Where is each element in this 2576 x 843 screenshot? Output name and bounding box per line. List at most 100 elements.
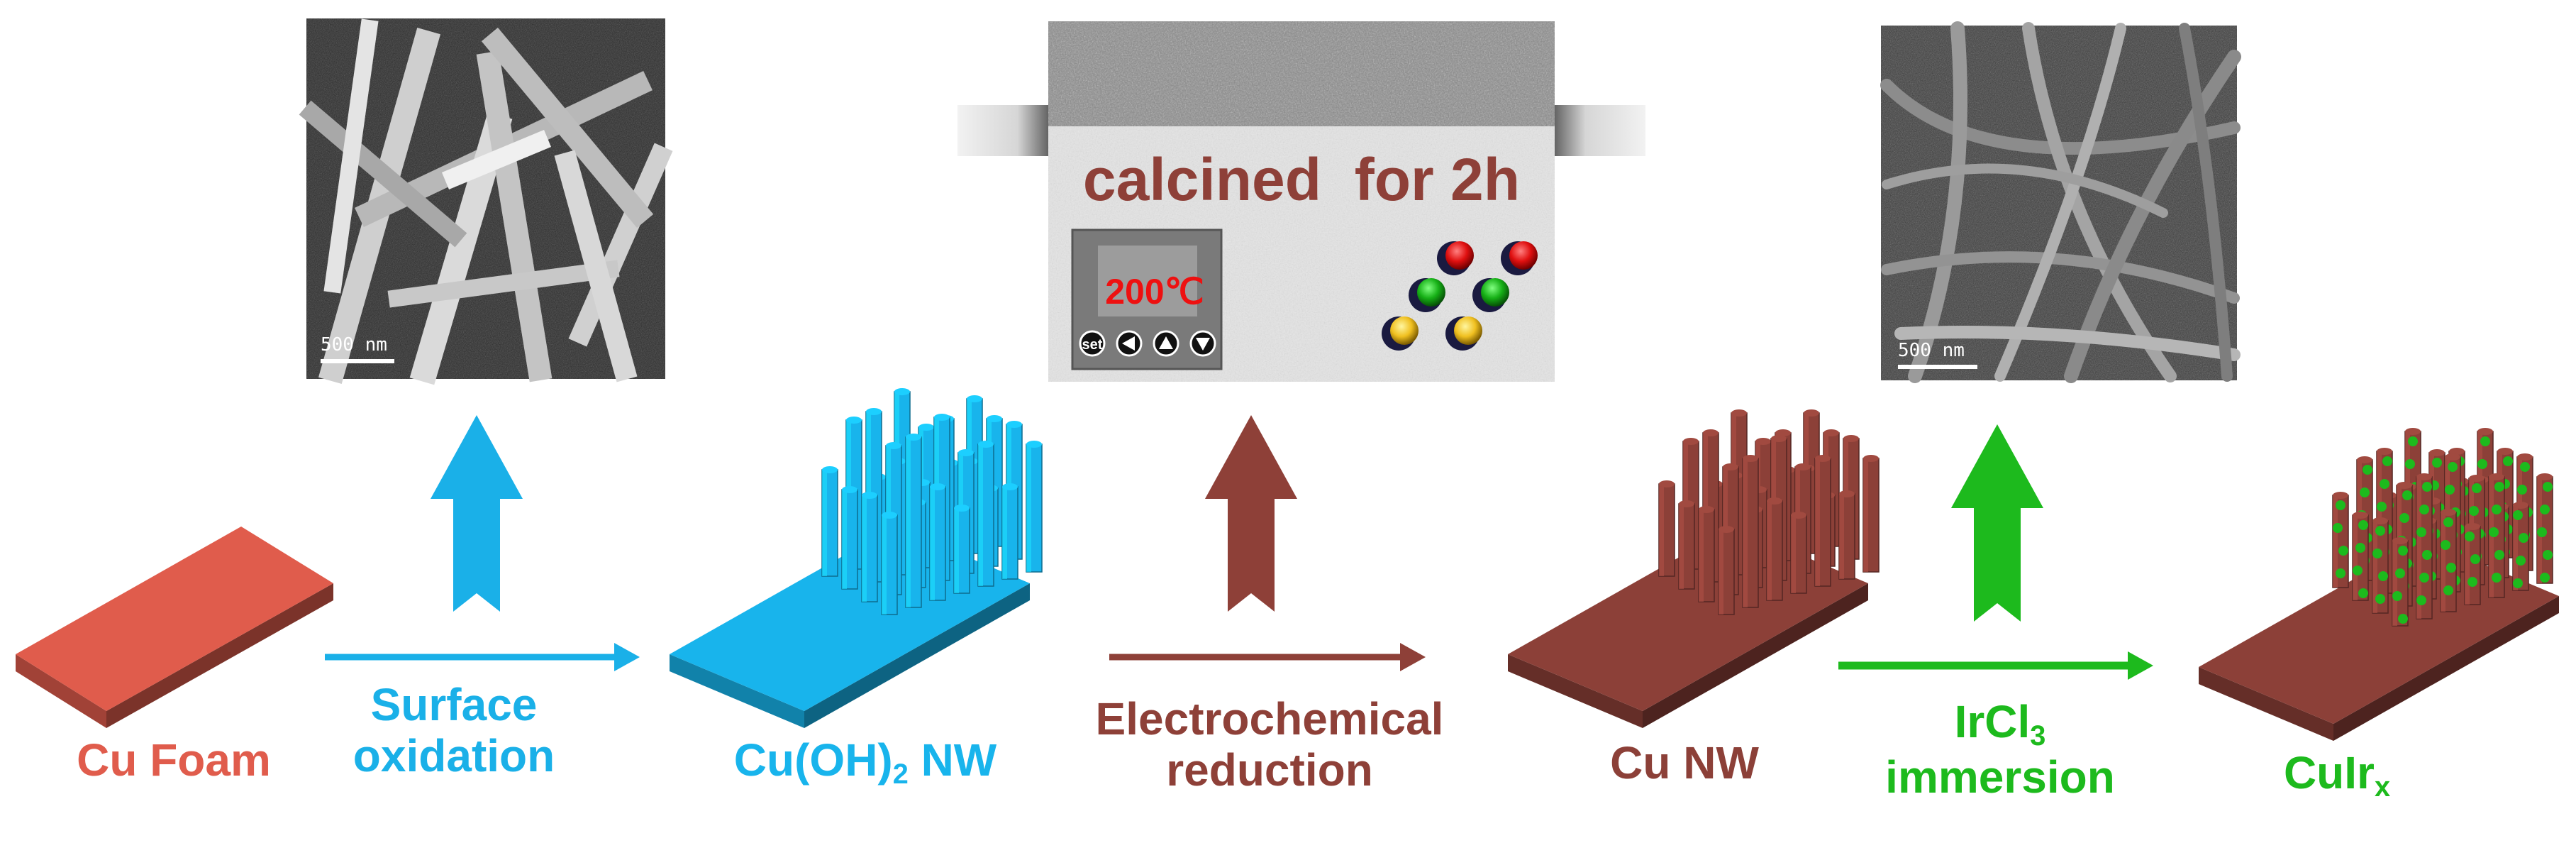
iridium-particle <box>2398 614 2408 624</box>
nanowire-highlight <box>930 487 935 600</box>
iridium-particle <box>2405 459 2415 469</box>
iridium-particle <box>2516 556 2526 566</box>
iridium-particle <box>2380 479 2389 489</box>
plate-front-face <box>2199 667 2333 741</box>
nanowire-highlight <box>2392 541 2397 626</box>
nanowire-tip <box>2416 473 2432 480</box>
arrow-shaft <box>325 654 620 661</box>
stage-name: Cu(OH) <box>733 734 893 786</box>
iridium-particle <box>2333 523 2343 533</box>
iridium-particle <box>2395 568 2405 578</box>
plate-top-face <box>16 527 333 711</box>
nanowire-tip <box>2357 456 2372 463</box>
iridium-particle <box>2336 500 2345 510</box>
furnace-tube-left <box>957 105 1050 156</box>
nanowire-tip <box>1839 490 1855 497</box>
nanowire-highlight <box>822 470 827 576</box>
nanowire-highlight <box>906 437 911 607</box>
nanowire-tip <box>2465 523 2480 530</box>
set-button <box>1079 330 1106 357</box>
plate-front-face <box>1508 654 1643 728</box>
nanowire-tip <box>1771 435 1787 442</box>
nanowire-tip <box>1026 441 1042 448</box>
nanowire-tip <box>1699 506 1714 513</box>
arrow-head <box>2128 651 2153 680</box>
iridium-particle <box>2358 520 2368 530</box>
nanowire-tip <box>2441 509 2456 516</box>
iridium-particle <box>2353 566 2363 575</box>
indicator-lights <box>1382 241 1538 351</box>
plate-front-face <box>670 654 804 728</box>
nanowire-highlight <box>1719 529 1723 615</box>
sem-rods-cuoh2 <box>299 18 673 385</box>
nanowire-highlight <box>1839 494 1844 579</box>
nanowire-highlight <box>2416 477 2421 619</box>
nanowire-tip <box>1731 409 1747 417</box>
iridium-particle <box>2517 485 2527 495</box>
step-ircl3-immersion: IrCl3 immersion <box>1844 696 2156 803</box>
iridium-particle <box>2480 436 2490 446</box>
nanowire-tip <box>2497 448 2513 455</box>
iridium-particle <box>2432 458 2442 468</box>
yellow-light-icon <box>1390 316 1419 345</box>
nanowire-highlight <box>1791 515 1796 593</box>
nanowire-tip <box>1743 455 1758 462</box>
nanowire-tip <box>822 466 838 473</box>
nanowire-tip <box>894 388 910 395</box>
set-button-label: set <box>1082 337 1103 353</box>
plate-side-face <box>2333 596 2559 741</box>
nanowire-highlight <box>1863 458 1868 572</box>
right-arrow-green <box>1838 651 2153 680</box>
red-light-icon <box>1445 241 1474 270</box>
iridium-particle <box>2363 465 2372 475</box>
iridium-particle <box>2419 505 2429 514</box>
red-light-icon <box>1509 241 1538 270</box>
green-light-icon <box>1481 278 1509 307</box>
stage-name: Cu NW <box>1610 737 1759 788</box>
iridium-particle <box>2398 546 2408 556</box>
nanowire-tip <box>2477 428 2493 435</box>
iridium-particle <box>2448 462 2458 472</box>
nanowire-highlight <box>2513 505 2518 590</box>
nanowire-highlight <box>978 444 983 586</box>
nanowire-highlight <box>1679 504 1684 589</box>
iridium-particle <box>2489 527 2499 537</box>
nanowire-tip <box>2445 453 2460 461</box>
up-arrow-green <box>1951 424 2043 622</box>
arrow-shaft <box>1838 661 2133 670</box>
iridium-particle <box>2422 482 2432 492</box>
step-line-1: Surface <box>370 679 538 730</box>
nanowire-tip <box>1755 438 1771 445</box>
cu-nanowire-plate <box>1508 409 1880 728</box>
iridium-particle <box>2441 540 2450 550</box>
nanowire-tip <box>2429 449 2445 456</box>
iridium-particle <box>2443 585 2453 595</box>
sem-image-cuirx: 500 nm <box>1880 21 2241 383</box>
nanowire-tip <box>886 442 901 449</box>
up-arrow-brown <box>1205 415 1297 612</box>
nanowire-tip <box>1659 480 1675 487</box>
nanowire-tip <box>1804 409 1819 417</box>
iridium-particle <box>2470 554 2480 564</box>
iridium-particle <box>2465 531 2475 541</box>
plate-side-face <box>804 583 1030 728</box>
nanowire-tip <box>866 408 882 415</box>
stage-name: Cu Foam <box>77 734 271 786</box>
nanowire-highlight <box>2353 515 2358 600</box>
iridium-particle <box>2537 527 2547 537</box>
step-line-2: oxidation <box>352 729 555 781</box>
nanowire-tip <box>1683 438 1699 445</box>
iridium-particle <box>2543 550 2553 560</box>
nanowire-tip <box>930 483 945 490</box>
up-icon <box>1159 336 1173 349</box>
right-arrow-blue <box>325 643 640 671</box>
nanowire-tip <box>2397 482 2412 489</box>
nanowire-tip <box>1795 463 1811 470</box>
step-subscript: 3 <box>2030 720 2046 752</box>
iridium-particle <box>2336 568 2345 578</box>
step-line-2: immersion <box>1885 751 2115 803</box>
iridium-particle <box>2540 505 2550 514</box>
nanowire-tip <box>978 441 994 448</box>
